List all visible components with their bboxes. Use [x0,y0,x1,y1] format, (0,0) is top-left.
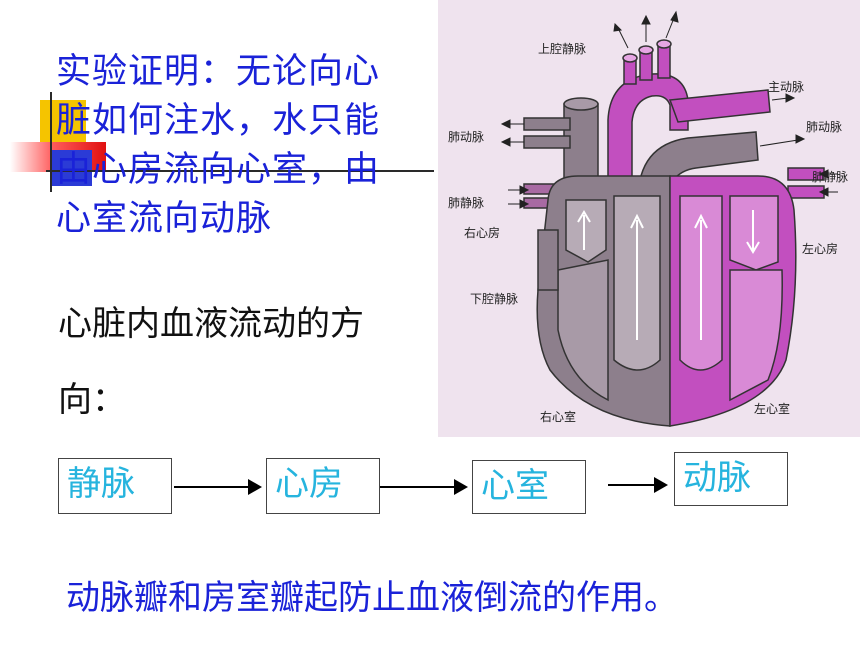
label-pulmonary-artery-right: 肺动脉 [806,120,843,134]
flow-arrow-2 [380,479,468,495]
flow-box-arteries: 动脉 [674,452,788,506]
heart-diagram-svg [500,10,838,427]
decor-yellow-block [40,100,86,144]
flow-arrow-3 [608,477,668,493]
intro-text: 实验证明：无论向心脏如何注水，水只能由心房流向心室，由心室流向动脉 [56,52,381,239]
label-right-ventricle: 右心室 [540,410,577,424]
footer-note: 动脉瓣和房室瓣起防止血液倒流的作用。 [66,578,678,618]
flow-arrow-1 [174,479,262,495]
label-right-atrium: 右心房 [464,226,501,240]
label-left-atrium: 左心房 [802,242,839,256]
label-superior-vena-cava: 上腔静脉 [538,42,587,56]
flow-heading: 心脏内血液流动的方向： [58,304,364,420]
label-left-ventricle: 左心室 [754,402,791,416]
flow-box-ventricle: 心室 [472,460,586,514]
decor-horizontal-line [46,170,434,172]
label-pulmonary-artery-left: 肺动脉 [448,130,485,144]
decor-blue-block [52,150,92,186]
decor-vertical-line [50,92,52,192]
label-pulmonary-vein-right: 肺静脉 [812,170,849,184]
label-inferior-vena-cava: 下腔静脉 [470,292,519,306]
label-aorta: 主动脉 [768,80,805,94]
flow-box-atrium: 心房 [266,458,380,514]
flow-box-veins: 静脉 [58,458,172,514]
label-pulmonary-vein-left: 肺静脉 [448,196,485,210]
heart-diagram: 上腔静脉 主动脉 肺动脉 肺动脉 肺静脉 肺静脉 右心房 左心房 下腔静脉 右心… [438,0,860,437]
